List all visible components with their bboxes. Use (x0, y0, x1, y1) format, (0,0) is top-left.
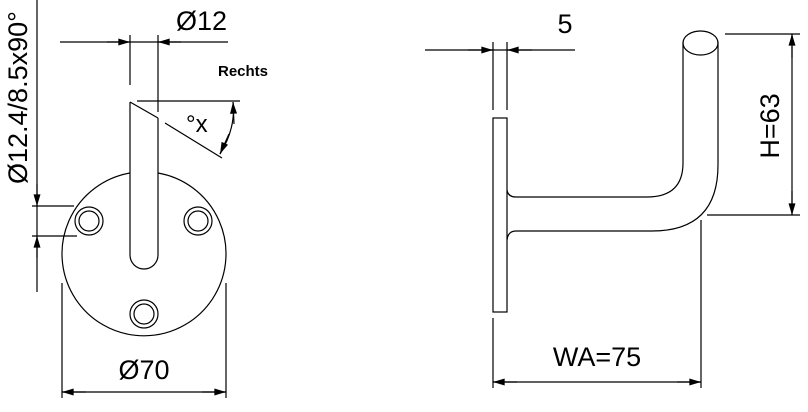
mounting-hole (74, 206, 104, 236)
angle-label: °x (186, 111, 208, 138)
wall-plate (492, 117, 508, 313)
rod (129, 101, 159, 270)
rod-diameter-label: Ø12 (176, 6, 227, 36)
dim-arrow (219, 133, 230, 155)
plate-thickness-label: 5 (557, 9, 572, 39)
height-label: H=63 (755, 93, 785, 158)
plate-circle (61, 172, 227, 337)
tube-spec-label: Ø12.4/8.5x90° (3, 11, 33, 184)
angle-arc (219, 101, 235, 155)
wall-distance-label: WA=75 (553, 342, 641, 372)
mounting-hole (183, 206, 213, 236)
tube-end (682, 30, 719, 56)
plate-diameter-label: Ø70 (118, 355, 169, 385)
mounting-hole (129, 299, 159, 329)
front-view: Ø12.4/8.5x90° Ø12 Rechts °x Ø70 (3, 0, 268, 398)
dim-arrow (230, 101, 238, 125)
angle-line (164, 122, 223, 159)
side-view: 5 H=63 WA=75 (425, 9, 800, 388)
arm-outer-edge (506, 42, 719, 241)
side-label: Rechts (218, 63, 268, 80)
arm-inner-edge (506, 42, 684, 198)
